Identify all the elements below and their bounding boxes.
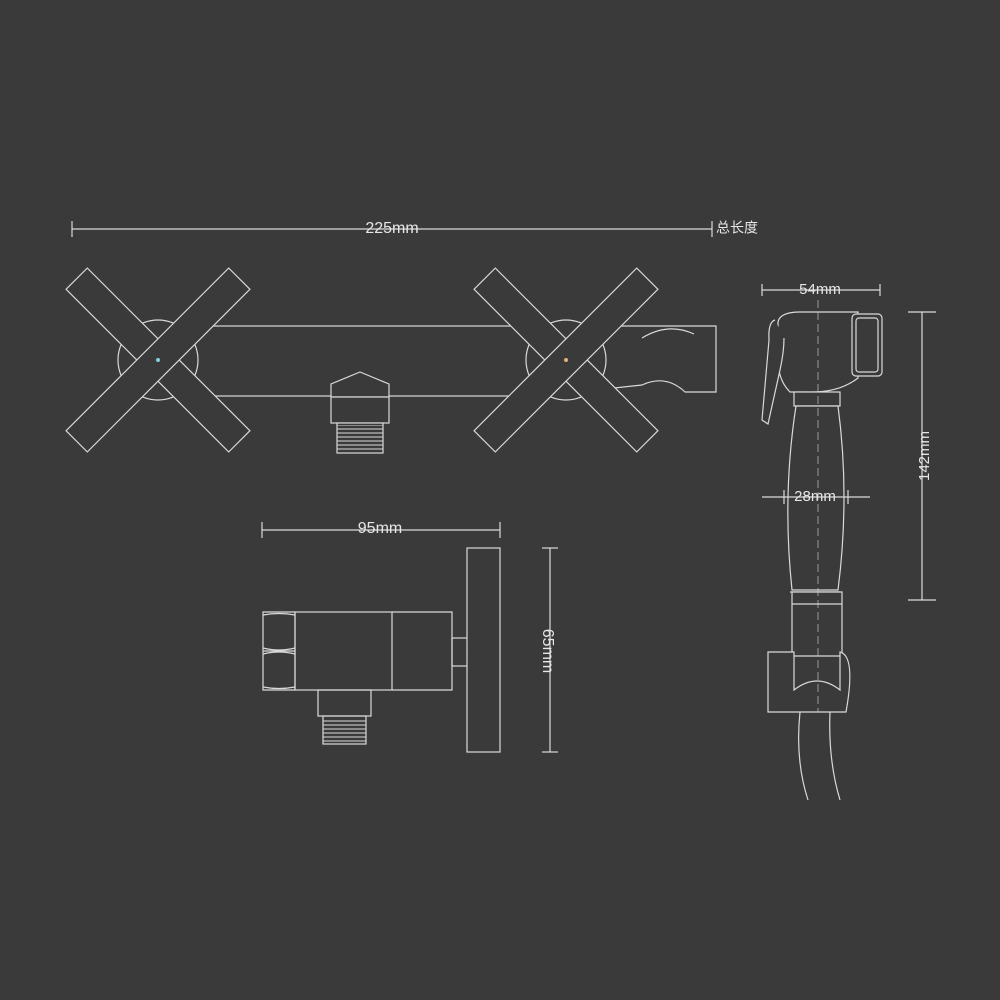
valve-height-dimension (542, 547, 558, 753)
hand-sprayer-side-view (761, 300, 883, 801)
total-length-label: 225mm (365, 220, 418, 237)
sprayer-width-label: 54mm (799, 281, 841, 298)
valve-length-dimension (261, 522, 501, 538)
valve-length-label: 95mm (358, 520, 402, 537)
total-length-note: 总长度 (716, 220, 758, 236)
sprayer-height-label: 142mm (916, 431, 933, 481)
mixer-valve-front-view (157, 325, 717, 454)
sprayer-height-dimension (908, 311, 936, 601)
total-length-dimension (71, 221, 713, 237)
handle-diameter-dimension (762, 490, 870, 504)
sprayer-width-dimension (761, 284, 881, 296)
left-cross-handle (65, 267, 251, 453)
valve-height-label: 65mm (539, 629, 556, 673)
handle-diameter-label: 28mm (794, 488, 836, 505)
angle-valve-side-view (262, 547, 501, 753)
right-cross-handle (473, 267, 659, 453)
